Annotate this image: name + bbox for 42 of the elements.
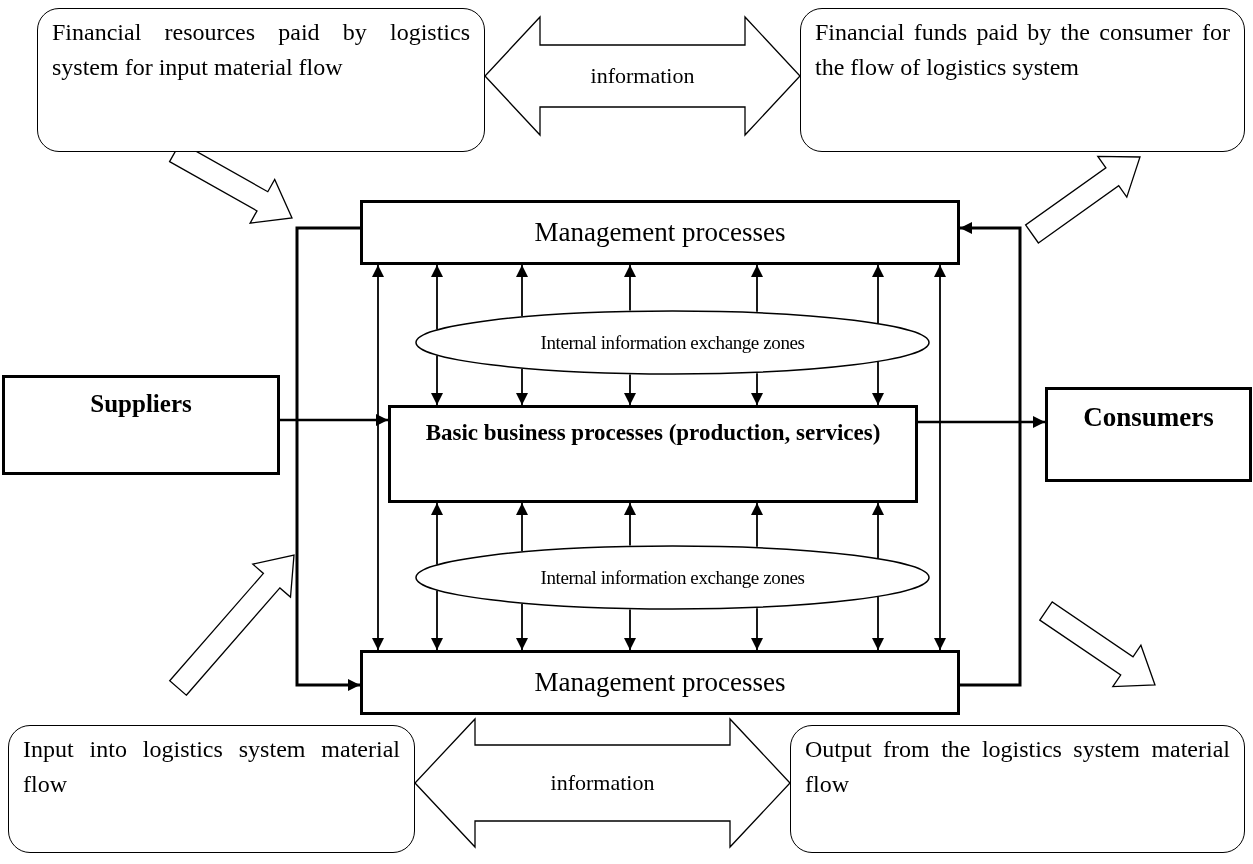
process-box: Suppliers <box>2 375 280 475</box>
arrow <box>872 264 884 324</box>
arrow <box>624 502 636 547</box>
arrow <box>960 222 1022 687</box>
note-box: Input into logistics system material flow <box>8 725 415 853</box>
arrow <box>516 603 528 651</box>
process-box: Management processes <box>360 650 960 715</box>
block-arrow <box>1038 601 1156 688</box>
block-arrow <box>168 554 295 697</box>
arrow <box>295 226 360 691</box>
process-box: Management processes <box>360 200 960 265</box>
process-box: Basic business processes (production, services) <box>388 405 918 503</box>
block-arrow <box>484 15 801 137</box>
arrow <box>431 589 443 651</box>
arrow <box>431 264 443 331</box>
zone-label: Internal information exchange zones <box>540 331 805 354</box>
arrow <box>872 361 884 406</box>
arrow <box>431 354 443 406</box>
arrow <box>516 502 528 552</box>
arrow <box>431 502 443 566</box>
note-box: Output from the logistics system material flow <box>790 725 1245 853</box>
note-box: Financial resources paid by logistics system for input material flow <box>37 8 485 152</box>
block-arrow <box>1024 155 1141 244</box>
arrow <box>624 264 636 312</box>
arrow <box>372 264 384 651</box>
process-box: Consumers <box>1045 387 1252 482</box>
arrow <box>872 502 884 559</box>
arrow <box>624 608 636 651</box>
arrow <box>751 372 763 406</box>
arrow <box>751 502 763 548</box>
arrow <box>751 607 763 651</box>
arrow <box>918 416 1045 428</box>
note-box: Financial funds paid by the consumer for the flow of logistics system <box>800 8 1245 152</box>
arrow <box>624 373 636 406</box>
arrow <box>934 264 946 651</box>
zone-label: Internal information exchange zones <box>540 566 805 589</box>
arrow <box>280 414 388 426</box>
block-arrow <box>414 717 791 849</box>
arrow <box>751 264 763 313</box>
arrow <box>516 264 528 317</box>
arrow <box>516 368 528 406</box>
arrow <box>872 596 884 651</box>
